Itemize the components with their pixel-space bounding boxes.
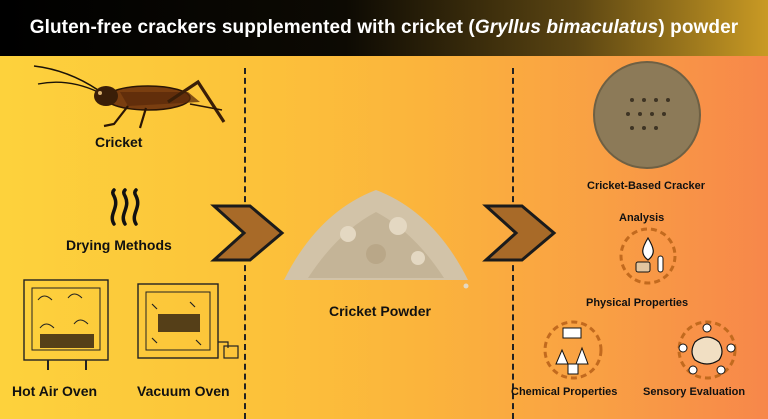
cricket-icon bbox=[33, 65, 226, 129]
physical-properties-label: Physical Properties bbox=[586, 297, 689, 309]
heat-icon bbox=[110, 188, 140, 226]
chemical-properties-icon bbox=[543, 320, 603, 380]
hot-air-oven-label: Hot Air Oven bbox=[12, 383, 98, 399]
arrow-icon-2 bbox=[482, 204, 557, 262]
cricket-label: Cricket bbox=[95, 134, 143, 150]
vacuum-oven-label: Vacuum Oven bbox=[137, 383, 230, 399]
hot-air-oven-icon bbox=[23, 279, 109, 370]
page-title: Gluten-free crackers supplemented with c… bbox=[29, 17, 739, 38]
sensory-evaluation-label: Sensory Evaluation bbox=[643, 386, 746, 398]
species-name: Gryllus bimaculatus bbox=[474, 17, 659, 38]
cracker-icon bbox=[593, 61, 701, 169]
sensory-evaluation-icon bbox=[677, 320, 737, 380]
drying-methods-label: Drying Methods bbox=[66, 237, 172, 253]
arrow-icon-1 bbox=[210, 204, 285, 262]
title-bar: Gluten-free crackers supplemented with c… bbox=[0, 0, 768, 56]
vacuum-oven-icon bbox=[137, 283, 239, 359]
cricket-powder-icon bbox=[284, 190, 469, 289]
cricket-powder-label: Cricket Powder bbox=[329, 303, 431, 319]
cracker-label: Cricket-Based Cracker bbox=[587, 180, 706, 192]
physical-properties-icon bbox=[619, 227, 677, 285]
analysis-label: Analysis bbox=[619, 212, 665, 224]
chemical-properties-label: Chemical Properties bbox=[511, 386, 618, 398]
